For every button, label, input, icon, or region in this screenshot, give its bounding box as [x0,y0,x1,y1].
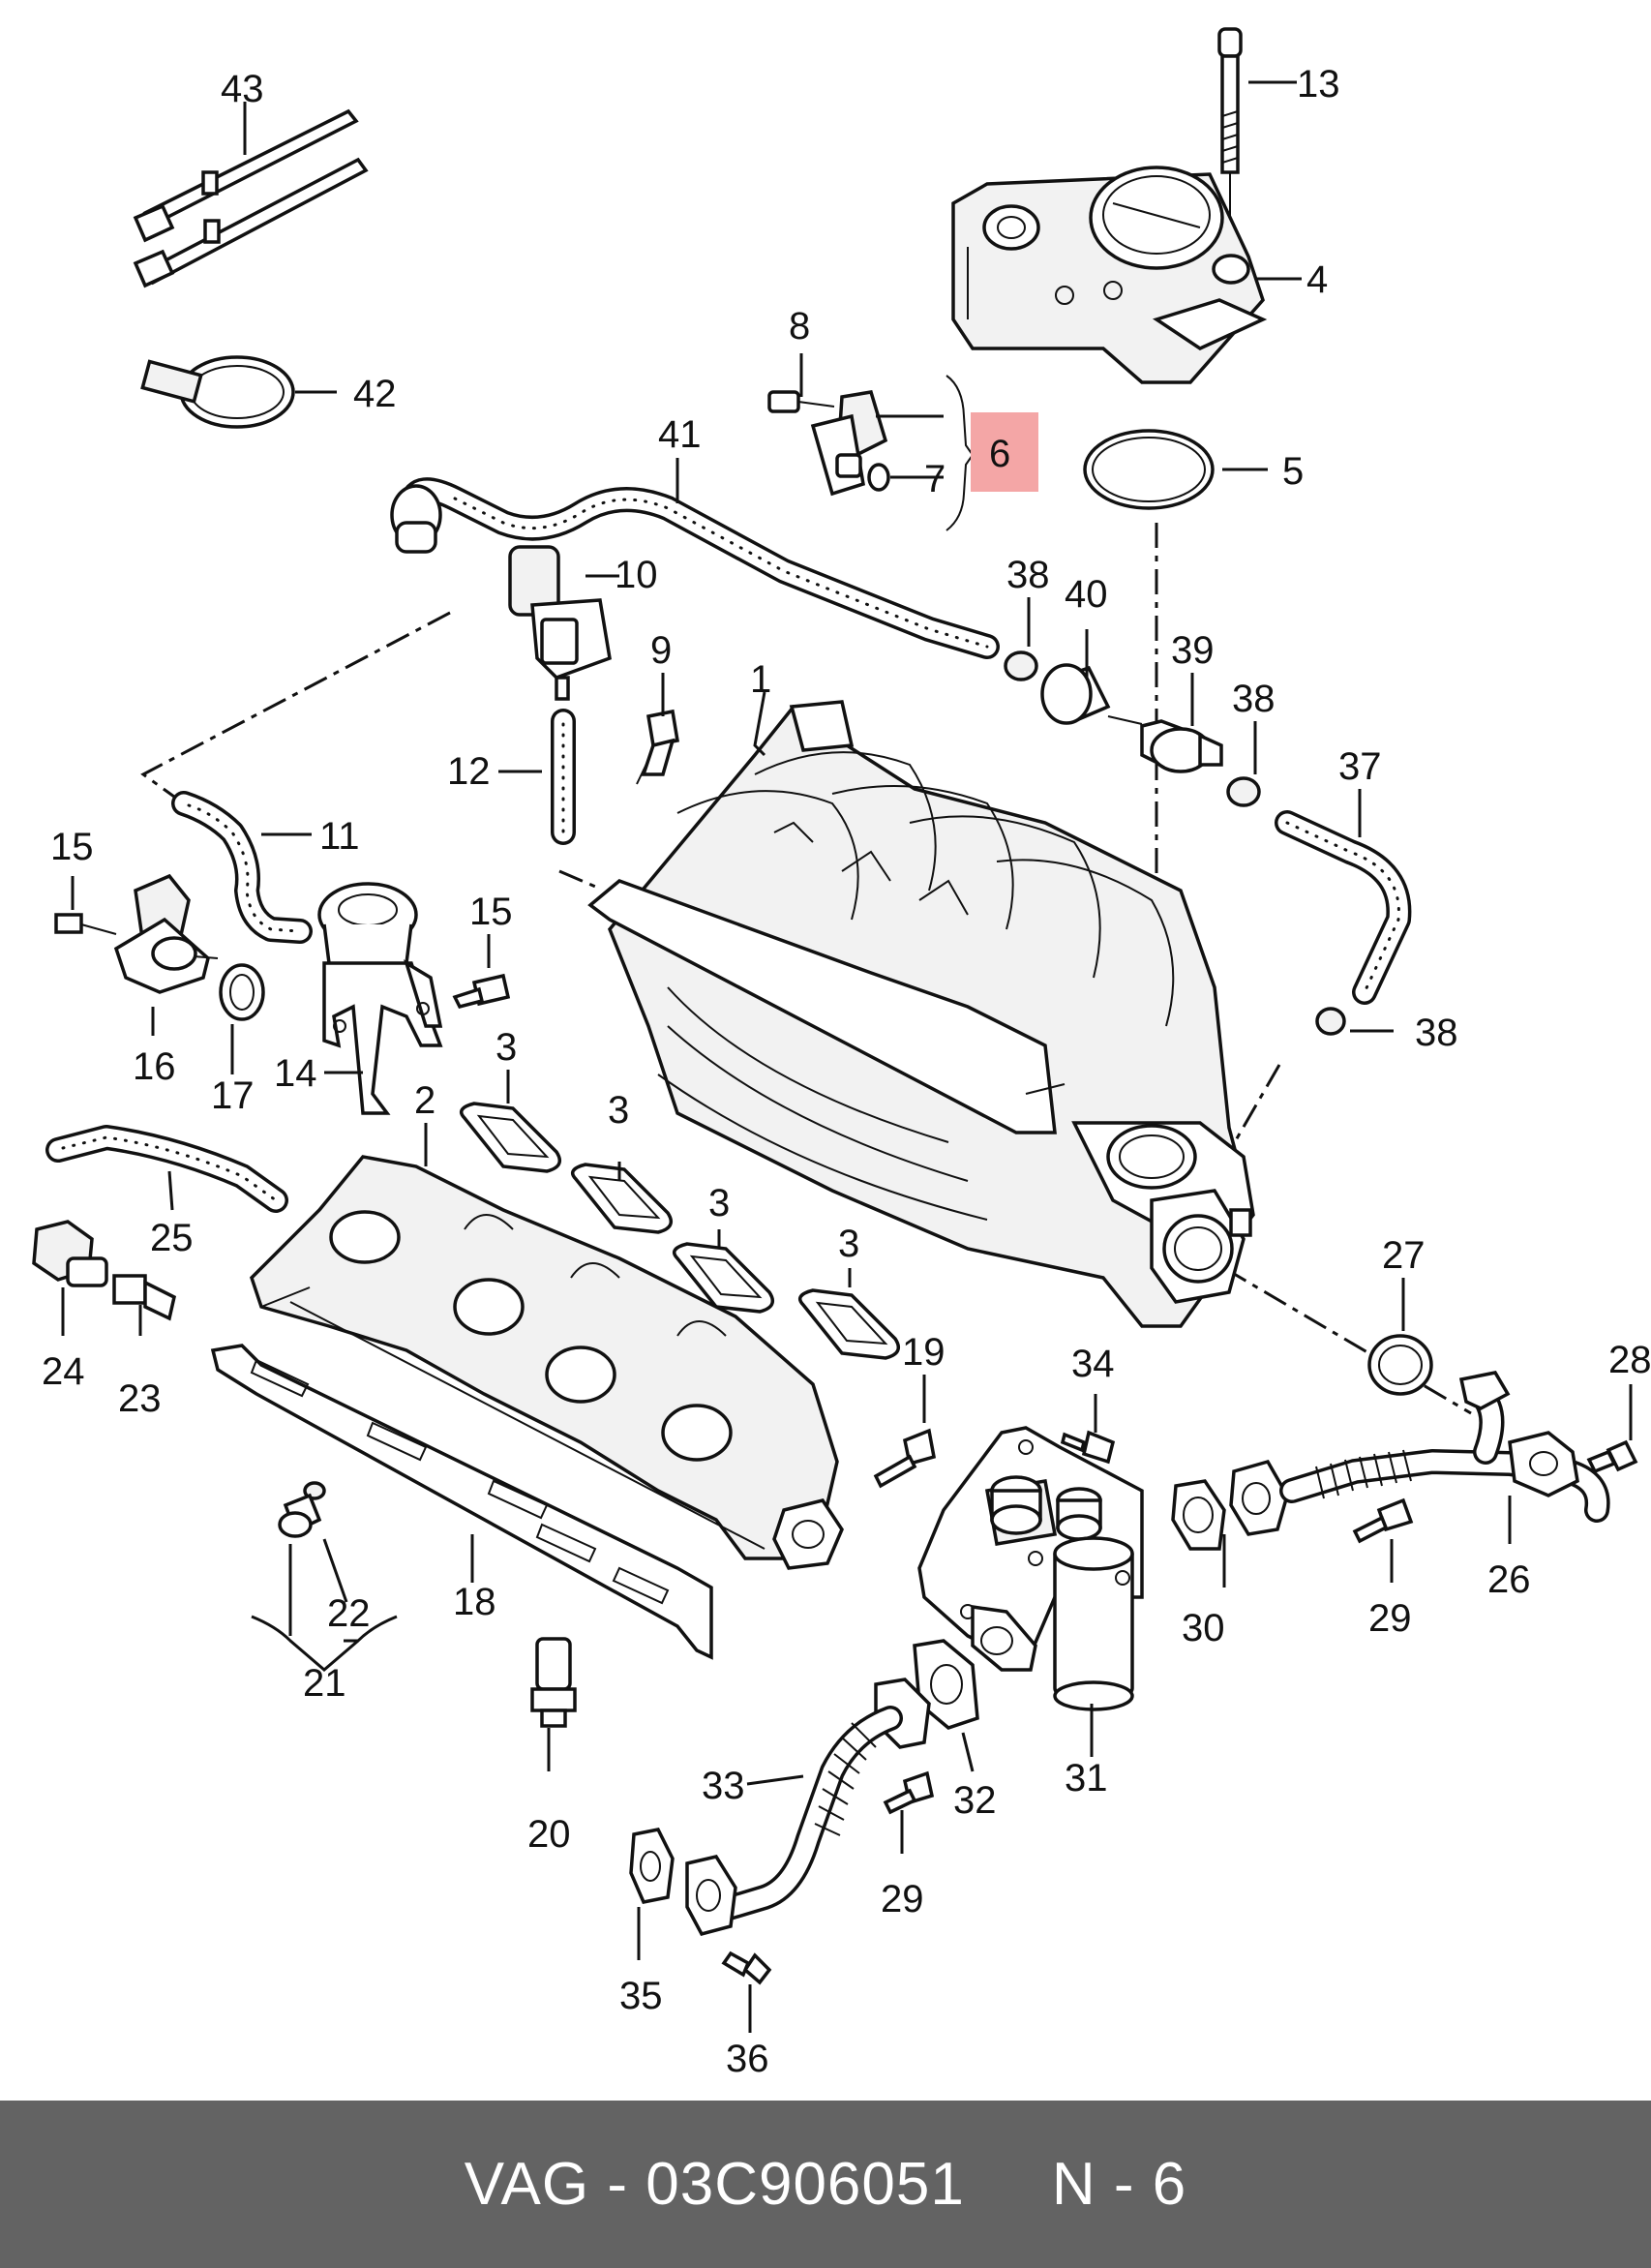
callout-10: 10 [615,554,658,596]
footer-position: N - 6 [1051,2151,1187,2218]
callout-41: 41 [658,413,702,456]
gasket-35 [629,1828,675,1904]
parts-diagram: 1 2 3 3 3 3 4 5 6 7 8 9 10 11 12 13 14 1… [32,27,1651,2080]
callout-25: 25 [150,1217,194,1259]
callout-12: 12 [447,750,491,793]
callout-28: 28 [1608,1339,1651,1381]
callout-37: 37 [1338,745,1382,788]
bolt-29-right [1352,1497,1414,1544]
callout-20: 20 [527,1813,571,1856]
bolt-15 [452,973,511,1010]
throttle-body [951,166,1268,384]
leader-lines [61,80,1633,2033]
callout-22: 22 [327,1592,371,1635]
callout-8: 8 [789,305,810,348]
callout-38-a: 38 [1006,554,1050,596]
seal-ring-17 [219,963,265,1021]
egr-cooler [917,1426,1144,1711]
vacuum-unit [317,882,443,1115]
highlight-box [971,412,1038,492]
footer-separator: - [607,2151,628,2218]
callout-29-a: 29 [1368,1597,1412,1640]
callout-5: 5 [1282,450,1304,493]
callout-34: 34 [1071,1343,1115,1385]
callout-23: 23 [118,1377,162,1420]
bolt-34 [1060,1430,1116,1465]
bracket-6 [946,375,975,531]
hose-clip-strips [133,108,369,288]
gasket-30 [1171,1479,1226,1551]
callout-15-b: 15 [469,891,513,933]
callout-24: 24 [42,1350,85,1393]
seal-ring-27 [1367,1334,1433,1396]
callout-27: 27 [1382,1234,1426,1277]
callout-40: 40 [1065,573,1108,616]
callout-33: 33 [702,1765,745,1807]
vacuum-hose-11 [171,791,313,944]
callout-38-c: 38 [1415,1012,1458,1054]
callout-31: 31 [1065,1757,1108,1799]
callout-14: 14 [274,1052,317,1095]
sensor-16 [54,873,219,994]
temperature-sensor-20 [530,1637,577,1728]
callout-29-b: 29 [881,1878,924,1920]
callout-3-d: 3 [838,1223,859,1265]
bolt-29-lower [883,1770,935,1815]
callout-3-b: 3 [608,1089,629,1132]
footer-bar: VAG - 03C906051 N - 6 [0,2101,1651,2268]
callout-21: 21 [303,1662,346,1705]
hose-fittings-right [1004,650,1412,1036]
egr-pipe-33 [685,1678,931,1937]
callout-11: 11 [319,815,360,858]
callout-3-a: 3 [495,1026,517,1069]
callout-9: 9 [650,629,672,672]
callout-19: 19 [902,1331,946,1374]
cable-tie [140,355,295,429]
heat-shield [210,1344,713,1660]
stud-22 [278,1481,326,1538]
bolt-9 [636,709,680,785]
callout-2: 2 [414,1079,435,1122]
long-bolt [1217,27,1243,232]
callout-17: 17 [211,1074,255,1117]
callout-16: 16 [133,1045,176,1088]
intake-manifold [587,700,1255,1328]
callout-36: 36 [726,2038,769,2080]
bolt-36 [721,1950,772,1985]
callout-26: 26 [1487,1558,1531,1601]
callout-43: 43 [221,68,264,110]
callout-3-c: 3 [708,1182,730,1225]
callout-1: 1 [750,658,771,701]
vacuum-hose-41 [390,477,1000,659]
callout-39: 39 [1171,629,1215,672]
callout-labels: 1 2 3 3 3 3 4 5 6 7 8 9 10 11 12 13 14 1… [42,63,1651,2080]
bolt-19 [873,1428,937,1489]
footer-part-number: 03C906051 [645,2151,965,2218]
callout-4: 4 [1306,258,1328,301]
callout-15-a: 15 [50,826,94,868]
footer-brand: VAG [464,2151,590,2218]
gaskets-3 [459,1102,901,1360]
callout-6: 6 [989,433,1010,475]
plug-24 [32,1220,108,1287]
callout-30: 30 [1182,1607,1225,1649]
callout-7: 7 [924,458,946,500]
o-ring [1083,429,1215,510]
callout-42: 42 [353,373,397,415]
hose-25 [45,1125,288,1213]
bolt-28 [1586,1439,1638,1474]
callout-13: 13 [1297,63,1340,106]
footer-caption: VAG - 03C906051 N - 6 [465,2150,1186,2219]
exhaust-manifold [249,1155,844,1570]
callout-18: 18 [453,1581,496,1623]
callout-38-b: 38 [1232,678,1276,720]
egr-pipe-26 [1229,1371,1610,1536]
callout-32: 32 [953,1779,997,1822]
fitting-23 [112,1274,177,1321]
solenoid-valve [508,545,612,845]
callout-35: 35 [619,1975,663,2017]
sensor-assembly [767,390,890,497]
